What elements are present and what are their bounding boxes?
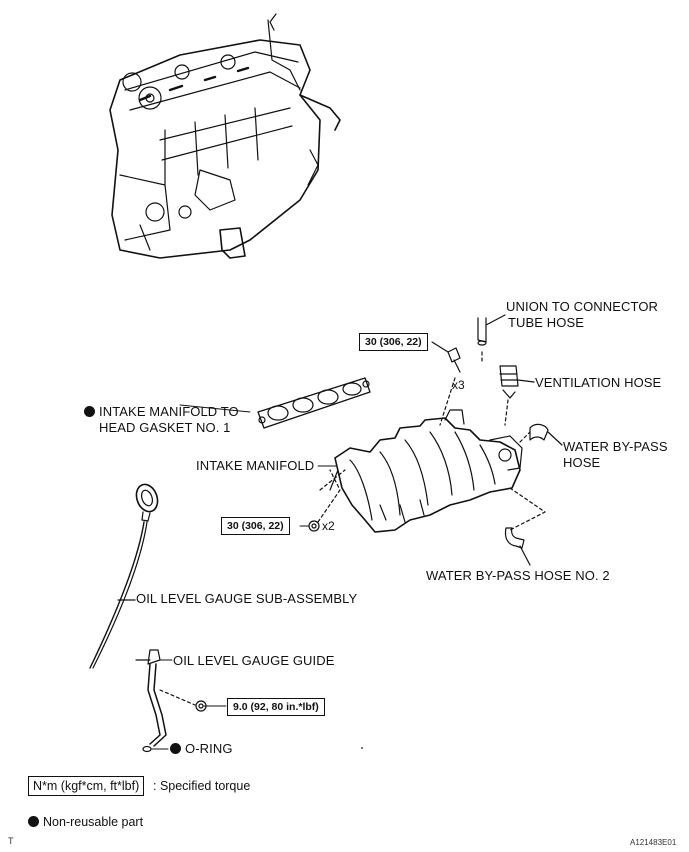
intake-gasket-part	[257, 377, 371, 429]
label-intake-gasket-1-text: INTAKE MANIFOLD TO	[99, 404, 239, 419]
label-water-bypass-hose-2: HOSE	[563, 455, 601, 470]
label-water-bypass-hose-1: WATER BY-PASS	[563, 439, 668, 454]
label-water-bypass-hose-no2: WATER BY-PASS HOSE NO. 2	[426, 568, 610, 583]
ventilation-hose-part	[499, 365, 535, 426]
label-oil-gauge-guide: OIL LEVEL GAUGE GUIDE	[173, 653, 335, 668]
label-union-tube-hose-2: TUBE HOSE	[508, 315, 585, 330]
quantity-lower: x2	[322, 519, 335, 533]
label-intake-manifold: INTAKE MANIFOLD	[196, 458, 315, 473]
upper-bolt-part	[431, 341, 461, 426]
torque-box-upper: 30 (306, 22)	[359, 333, 428, 351]
label-o-ring: O-RING	[170, 741, 233, 757]
label-oil-gauge-sub-assembly: OIL LEVEL GAUGE SUB-ASSEMBLY	[136, 591, 358, 606]
lower-bolt-part	[308, 520, 320, 532]
o-ring-part	[142, 745, 152, 753]
intake-manifold-part	[329, 409, 523, 533]
legend-torque-box: N*m (kgf*cm, ft*lbf)	[28, 776, 145, 796]
quantity-upper: x3	[452, 378, 465, 392]
label-intake-gasket-1: INTAKE MANIFOLD TO	[84, 404, 239, 420]
nonreusable-dot-icon	[28, 816, 39, 827]
nonreusable-dot-icon	[84, 406, 95, 417]
label-o-ring-text: O-RING	[185, 741, 233, 756]
figure-id: A121483E01	[630, 838, 677, 847]
footer-left-mark: T	[8, 836, 14, 846]
legend-nonreusable-text: Non-reusable part	[43, 815, 144, 829]
label-ventilation-hose: VENTILATION HOSE	[535, 375, 662, 390]
union-tube-hose-part	[477, 314, 506, 363]
nonreusable-dot-icon	[170, 743, 181, 754]
oil-gauge-guide-part	[135, 649, 207, 747]
legend-torque-text: : Specified torque	[153, 779, 251, 793]
assembly-dashed-lines	[317, 469, 546, 531]
label-intake-gasket-2: HEAD GASKET NO. 1	[99, 420, 231, 435]
label-union-tube-hose-1: UNION TO CONNECTOR	[506, 299, 659, 314]
leader-lines	[151, 404, 337, 750]
speck-mark	[361, 747, 363, 749]
torque-box-lower: 30 (306, 22)	[221, 517, 290, 535]
engine-block-illustration	[109, 13, 341, 259]
water-bypass-hose-part	[519, 423, 563, 446]
water-bypass-hose-no2-part	[504, 527, 531, 566]
oil-gauge-part	[89, 483, 159, 669]
torque-box-guide: 9.0 (92, 80 in.*lbf)	[227, 698, 325, 716]
legend-nonreusable: Non-reusable part	[28, 814, 143, 830]
